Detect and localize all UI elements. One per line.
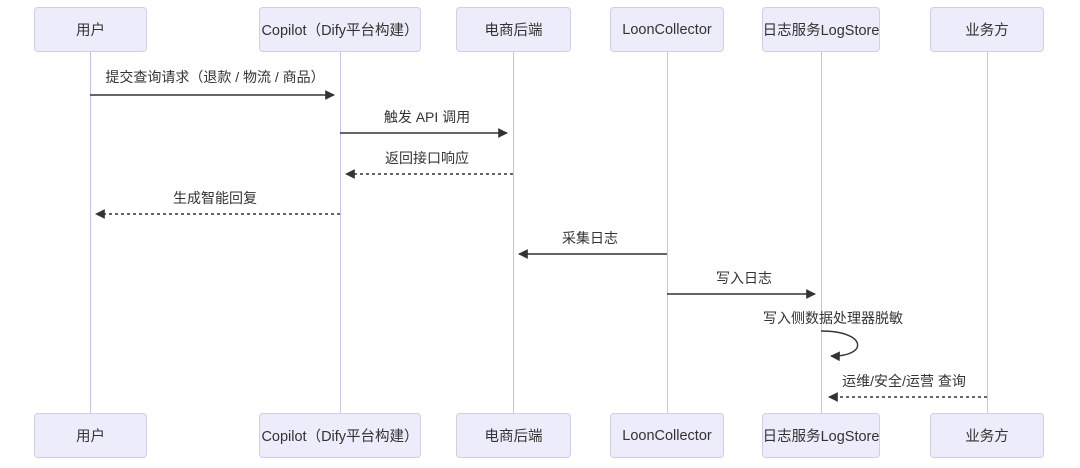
lifeline-logstore [821,52,822,413]
actor-top-user: 用户 [34,7,147,52]
actor-top-copilot: Copilot（Dify平台构建） [259,7,421,52]
actor-bottom-loon-collector: LoonCollector [610,413,724,458]
lifeline-copilot [340,52,341,413]
actor-top-business: 业务方 [930,7,1044,52]
message-label-self-desensitize: 写入侧数据处理器脱敏 [763,310,903,326]
message-label-generate-reply: 生成智能回复 [173,190,257,206]
actor-bottom-user: 用户 [34,413,147,458]
message-label-ops-query: 运维/安全/运营 查询 [842,373,966,389]
message-label-return-response: 返回接口响应 [385,150,469,166]
lifeline-business [987,52,988,413]
message-label-trigger-api: 触发 API 调用 [383,109,471,125]
actor-bottom-logstore: 日志服务LogStore [762,413,880,458]
lifeline-ecommerce-backend [513,52,514,413]
actor-top-ecommerce-backend: 电商后端 [456,7,571,52]
message-label-collect-logs: 采集日志 [562,230,618,246]
actor-bottom-business: 业务方 [930,413,1044,458]
actor-bottom-copilot: Copilot（Dify平台构建） [259,413,421,458]
actor-bottom-ecommerce-backend: 电商后端 [456,413,571,458]
lifeline-loon-collector [667,52,668,413]
lifeline-user [90,52,91,413]
message-arrow-self-desensitize [820,330,859,362]
message-label-submit-query: 提交查询请求（退款 / 物流 / 商品） [105,69,325,85]
actor-top-loon-collector: LoonCollector [610,7,724,52]
actor-top-logstore: 日志服务LogStore [762,7,880,52]
message-label-write-logs: 写入日志 [716,270,772,286]
